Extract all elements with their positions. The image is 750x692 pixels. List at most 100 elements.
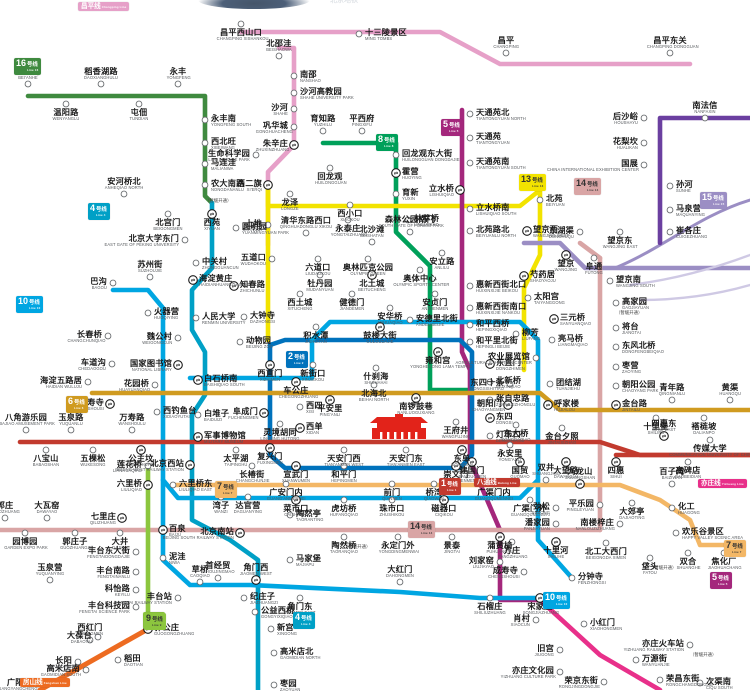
station-dot[interactable] [94, 633, 102, 641]
station-dot[interactable] [486, 594, 494, 602]
station-dot[interactable] [512, 330, 520, 338]
station-dot[interactable] [486, 396, 494, 404]
station-dot[interactable] [174, 80, 182, 88]
station-dot[interactable] [244, 493, 252, 501]
station-dot[interactable] [686, 641, 694, 649]
station-dot[interactable] [552, 520, 560, 528]
interchange-station-dot[interactable]: ⇄ [575, 479, 585, 489]
station-dot[interactable] [82, 666, 90, 674]
station-dot[interactable] [201, 160, 209, 168]
station-dot[interactable] [314, 255, 322, 263]
station-dot[interactable] [43, 514, 51, 522]
station-dot[interactable] [46, 576, 54, 584]
station-dot[interactable] [466, 227, 474, 235]
station-dot[interactable] [392, 151, 400, 159]
station-dot[interactable] [666, 206, 674, 214]
station-dot[interactable] [388, 480, 396, 488]
station-dot[interactable] [668, 396, 676, 404]
interchange-station-dot[interactable]: ⇄ [549, 314, 559, 324]
station-dot[interactable] [346, 201, 354, 209]
station-dot[interactable] [214, 574, 222, 582]
station-dot[interactable] [24, 80, 32, 88]
station-dot[interactable] [392, 190, 400, 198]
interchange-station-dot[interactable]: ⇄ [158, 525, 168, 535]
station-dot[interactable] [62, 100, 70, 108]
station-dot[interactable] [174, 334, 182, 342]
interchange-station-dot[interactable]: ⇄ [188, 275, 198, 285]
station-dot[interactable] [240, 594, 248, 602]
interchange-station-dot[interactable]: ⇄ [367, 270, 377, 280]
station-dot[interactable] [340, 446, 348, 454]
interchange-station-dot[interactable]: ⇄ [433, 347, 443, 357]
station-dot[interactable] [132, 548, 140, 556]
station-dot[interactable] [348, 290, 356, 298]
station-dot[interactable] [144, 462, 152, 470]
station-dot[interactable] [296, 290, 304, 298]
station-dot[interactable] [248, 462, 256, 470]
station-dot[interactable] [668, 480, 676, 488]
station-dot[interactable] [84, 378, 92, 386]
interchange-station-dot[interactable]: ⇄ [411, 393, 421, 403]
station-dot[interactable] [268, 255, 276, 263]
interchange-station-dot[interactable]: ⇄ [522, 226, 532, 236]
station-dot[interactable] [568, 574, 576, 582]
station-dot[interactable] [612, 299, 620, 307]
station-dot[interactable] [684, 549, 692, 557]
station-dot[interactable] [628, 499, 636, 507]
station-dot[interactable] [466, 110, 474, 118]
station-dot[interactable] [42, 446, 50, 454]
interchange-station-dot[interactable]: ⇄ [611, 400, 621, 410]
station-dot[interactable] [652, 414, 660, 422]
interchange-station-dot[interactable]: ⇄ [105, 399, 115, 409]
interchange-station-dot[interactable]: ⇄ [291, 461, 301, 471]
station-dot[interactable] [344, 216, 352, 224]
station-dot[interactable] [526, 496, 534, 504]
station-dot[interactable] [438, 249, 446, 257]
station-dot[interactable] [236, 338, 244, 346]
station-dot[interactable] [340, 462, 348, 470]
station-dot[interactable] [406, 316, 414, 324]
interchange-station-dot[interactable]: ⇄ [611, 457, 621, 467]
station-dot[interactable] [466, 304, 474, 312]
station-dot[interactable] [181, 236, 189, 244]
station-dot[interactable] [316, 271, 324, 279]
station-dot[interactable] [612, 363, 620, 371]
interchange-station-dot[interactable]: ⇄ [495, 532, 505, 542]
station-dot[interactable] [290, 123, 298, 131]
station-dot[interactable] [386, 304, 394, 312]
station-dot[interactable] [286, 190, 294, 198]
interchange-station-dot[interactable]: ⇄ [185, 460, 195, 470]
station-dot[interactable] [340, 533, 348, 541]
interchange-station-dot[interactable]: ⇄ [515, 457, 525, 467]
station-dot[interactable] [201, 116, 209, 124]
station-dot[interactable] [701, 114, 709, 122]
station-dot[interactable] [144, 309, 152, 317]
station-dot[interactable] [194, 411, 202, 419]
station-dot[interactable] [86, 636, 94, 644]
station-dot[interactable] [668, 504, 676, 512]
station-dot[interactable] [448, 533, 456, 541]
interchange-station-dot[interactable]: ⇄ [251, 575, 261, 585]
station-dot[interactable] [684, 458, 692, 466]
station-dot[interactable] [452, 418, 460, 426]
station-dot[interactable] [502, 49, 510, 57]
station-dot[interactable] [251, 608, 259, 616]
station-dot[interactable] [192, 259, 200, 267]
station-dot[interactable] [512, 421, 520, 429]
interchange-station-dot[interactable]: ⇄ [543, 400, 553, 410]
station-dot[interactable] [264, 221, 272, 229]
station-dot[interactable] [388, 496, 396, 504]
station-dot[interactable] [120, 190, 128, 198]
interchange-station-dot[interactable]: ⇄ [391, 168, 401, 178]
station-dot[interactable] [164, 210, 172, 218]
